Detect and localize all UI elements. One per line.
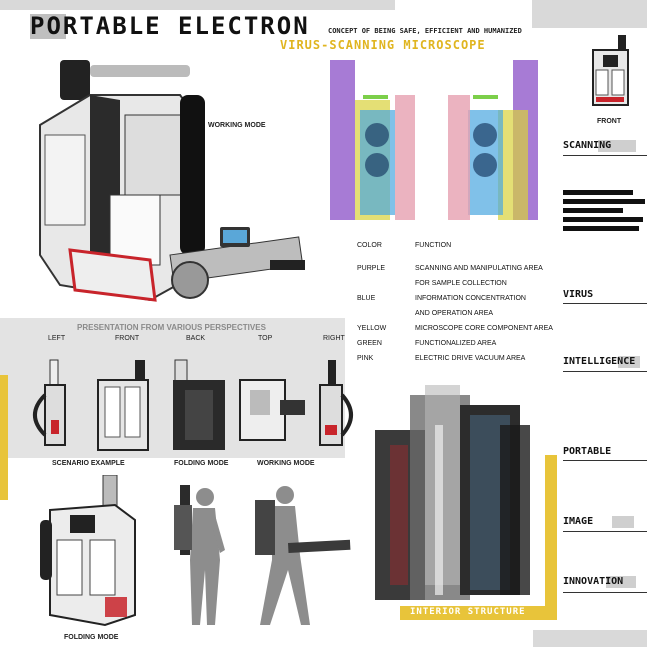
legend-function: MICROSCOPE CORE COMPONENT AREA	[415, 325, 553, 332]
keyword-intelligence: INTELLIGENCE	[563, 356, 636, 367]
legend-row: PINK ELECTRIC DRIVE VACUUM AREA	[357, 351, 553, 366]
keyword-rule	[563, 371, 647, 372]
view-right	[319, 360, 353, 446]
legend-function: ELECTRIC DRIVE VACUUM AREA	[415, 355, 526, 362]
person-folding	[190, 488, 225, 625]
scenario-silhouettes	[174, 485, 351, 625]
view-top	[239, 379, 305, 441]
front-label: FRONT	[597, 118, 622, 125]
color-coded-xray-render	[330, 60, 538, 220]
folding-mode-render	[40, 475, 136, 627]
legend-function: FUNCTIONALIZED AREA	[415, 340, 497, 347]
keyword-scanning: SCANNING	[563, 140, 612, 151]
legend-color: GREEN	[357, 340, 382, 347]
legend-color: YELLOW	[357, 325, 387, 332]
working-mode-label: WORKING MODE	[208, 122, 266, 129]
interior-yellow-base	[400, 606, 557, 620]
perspective-front: FRONT	[115, 335, 140, 342]
legend-header-function: FUNCTION	[415, 242, 452, 249]
right-grey-strip	[532, 0, 647, 28]
scenario-example-label: SCENARIO EXAMPLE	[52, 460, 125, 467]
view-front	[97, 360, 149, 451]
color-function-legend: COLOR FUNCTION PURPLE SCANNING AND MANIPU…	[357, 238, 553, 366]
legend-color	[357, 306, 415, 321]
bottom-right-grey-strip	[533, 630, 647, 647]
legend-header: COLOR FUNCTION	[357, 238, 553, 253]
legend-color: PURPLE	[357, 265, 386, 272]
folding-mode-label: FOLDING MODE	[174, 460, 229, 467]
top-left-grey-panel	[0, 0, 395, 10]
legend-color: BLUE	[357, 295, 376, 302]
striped-bars	[563, 190, 647, 231]
perspective-top: TOP	[258, 335, 273, 342]
yellow-accent-bar-left	[0, 375, 8, 500]
legend-function: AND OPERATION AREA	[415, 310, 494, 317]
legend-function: FOR SAMPLE COLLECTION	[415, 280, 507, 287]
perspective-right: RIGHT	[323, 335, 345, 342]
legend-function: INFORMATION CONCENTRATION	[415, 295, 526, 302]
keyword-rule	[563, 592, 647, 593]
view-back	[173, 359, 225, 450]
subtitle: VIRUS-SCANNING MICROSCOPE	[280, 38, 486, 52]
legend-header-color: COLOR	[357, 242, 382, 249]
presentation-heading: PRESENTATION FROM VARIOUS PERSPECTIVES	[77, 323, 266, 332]
legend-row: AND OPERATION AREA	[357, 306, 553, 321]
keyword-rule	[563, 460, 647, 461]
working-mode-label-2: WORKING MODE	[257, 460, 315, 467]
page-title: PORTABLE ELECTRON	[30, 12, 310, 40]
concept-text: CONCEPT OF BEING SAFE, EFFICIENT AND HUM…	[328, 27, 522, 35]
legend-color	[357, 276, 415, 291]
perspective-views-render	[33, 359, 353, 451]
main-backpack-render	[39, 60, 305, 302]
interior-yellow-frame	[545, 455, 557, 620]
legend-row: BLUE INFORMATION CONCENTRATION	[357, 291, 553, 306]
keyword-virus: VIRUS	[563, 289, 594, 300]
perspective-left: LEFT	[48, 335, 66, 342]
keyword-rule	[563, 531, 647, 532]
view-left	[33, 359, 66, 446]
interior-structure-label: INTERIOR STRUCTURE	[410, 607, 526, 617]
keyword-innovation: INNOVATION	[563, 576, 624, 587]
keyword-portable: PORTABLE	[563, 446, 612, 457]
legend-function: SCANNING AND MANIPULATING AREA	[415, 265, 543, 272]
front-view-render	[592, 35, 629, 106]
keyword-rule	[563, 155, 647, 156]
folding-mode-label-2: FOLDING MODE	[64, 634, 119, 641]
legend-color: PINK	[357, 355, 374, 362]
legend-row: FOR SAMPLE COLLECTION	[357, 276, 553, 291]
legend-row: GREEN FUNCTIONALIZED AREA	[357, 336, 553, 351]
keyword-rule	[563, 303, 647, 304]
perspective-back: BACK	[186, 335, 206, 342]
keyword-image-highlight	[612, 516, 634, 528]
legend-row: YELLOW MICROSCOPE CORE COMPONENT AREA	[357, 321, 553, 336]
legend-row: PURPLE SCANNING AND MANIPULATING AREA	[357, 261, 553, 276]
interior-structure-render	[375, 385, 530, 600]
keyword-image: IMAGE	[563, 516, 594, 527]
